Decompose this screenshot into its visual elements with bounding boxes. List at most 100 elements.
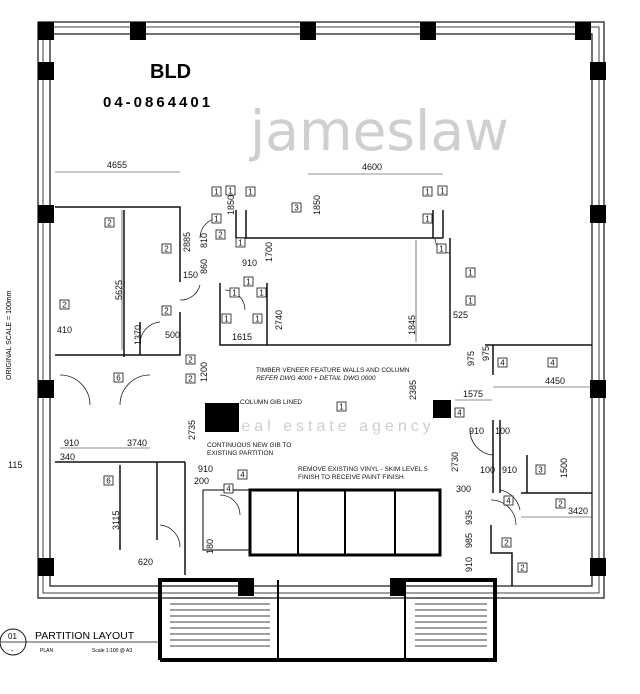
- tag-number: 4: [240, 471, 245, 480]
- tag-box: [225, 185, 236, 196]
- tag-number: 1: [339, 403, 344, 412]
- partition-tag: 1: [465, 267, 476, 278]
- tag-box: [223, 483, 234, 494]
- dimension-label: 1850: [226, 195, 236, 215]
- tag-number: 4: [226, 485, 231, 494]
- dimension-label: 620: [138, 557, 153, 567]
- drawing-ref: 01: [8, 632, 17, 641]
- dimension-label: 2730: [450, 452, 460, 472]
- partition-tag: 1: [336, 401, 347, 412]
- dimension-label: 1370: [133, 325, 143, 345]
- dimension-label: 100: [480, 465, 495, 475]
- partition-tag: 1: [422, 213, 433, 224]
- tag-box: [245, 186, 256, 197]
- tag-number: 1: [214, 188, 219, 197]
- tag-box: [547, 357, 558, 368]
- dimension-label: 975: [466, 351, 476, 366]
- dimension-label: 1845: [407, 315, 417, 335]
- title-block: 01 - PARTITION LAYOUT PLAN Scale 1:100 @…: [0, 628, 160, 656]
- tag-number: 2: [218, 231, 223, 240]
- note-gib-2: EXISTING PARTITION: [207, 450, 274, 457]
- stair-core: [158, 578, 497, 662]
- door-swings: [59, 217, 521, 548]
- tag-number: 1: [232, 289, 237, 298]
- dimension-label: 975: [481, 346, 491, 361]
- partition-tag: 1: [225, 185, 236, 196]
- drawing-scale: Scale 1:100 @ A3: [92, 648, 132, 654]
- tag-number: 2: [558, 500, 563, 509]
- note-gib-1: CONTINUOUS NEW GIB TO: [207, 442, 291, 449]
- watermark-brand: jameslaw: [249, 99, 509, 163]
- dimension-label: 340: [60, 452, 75, 462]
- tag-number: 1: [468, 297, 473, 306]
- dimension-label: 935: [464, 510, 474, 525]
- tag-box: [221, 313, 232, 324]
- partition-tag: 1: [245, 186, 256, 197]
- column-icon: [590, 558, 606, 576]
- structural-columns: [38, 22, 606, 596]
- toilet-core: [202, 488, 442, 557]
- tag-number: 2: [62, 301, 67, 310]
- partition-tag: 4: [497, 357, 508, 368]
- tag-box: [161, 243, 172, 254]
- dimension-label: 860: [199, 259, 209, 274]
- dimension-label: 300: [456, 484, 471, 494]
- dimension-label: 100: [495, 426, 510, 436]
- column-icon: [300, 22, 316, 40]
- dimension-label: 2740: [274, 310, 284, 330]
- dimension-label: 810: [199, 233, 209, 248]
- partition-tag: 4: [454, 407, 465, 418]
- tag-number: 1: [214, 215, 219, 224]
- partition-tag: 1: [252, 313, 263, 324]
- partition-tag: 2: [104, 217, 115, 228]
- partition-tag: 2: [185, 373, 196, 384]
- dimension-label: 525: [453, 310, 468, 320]
- bld-stamp-number: 04-0864401: [103, 94, 213, 111]
- dimension-label: 2385: [408, 380, 418, 400]
- column-icon: [420, 22, 436, 40]
- tag-number: 6: [116, 374, 121, 383]
- dimension-label: 910: [464, 557, 474, 572]
- tag-box: [501, 537, 512, 548]
- tag-box: [252, 313, 263, 324]
- partition-tag: 2: [517, 562, 528, 573]
- tag-number: 1: [425, 215, 430, 224]
- column-icon: [38, 62, 54, 80]
- tag-number: 1: [248, 188, 253, 197]
- dimension-label: 3740: [127, 438, 147, 448]
- column-icon: [238, 578, 254, 596]
- dimension-label: 985: [464, 533, 474, 548]
- tag-number: 3: [294, 204, 299, 213]
- dimension-label: 1850: [312, 195, 322, 215]
- column-gib-lined: [205, 403, 239, 432]
- partition-walls: [55, 206, 592, 586]
- tag-box: [161, 305, 172, 316]
- partition-tag: 6: [103, 475, 114, 486]
- partition-tag: 1: [211, 186, 222, 197]
- tag-number: 2: [107, 219, 112, 228]
- original-scale-note: ORIGINAL SCALE = 100mm: [6, 290, 13, 380]
- dimension-label: 4655: [107, 160, 127, 170]
- tag-number: 1: [224, 315, 229, 324]
- tag-number: 4: [550, 359, 555, 368]
- partition-tag: 1: [243, 276, 254, 287]
- tag-box: [291, 202, 302, 213]
- dimension-label: 4450: [545, 376, 565, 386]
- partition-tag: 1: [211, 213, 222, 224]
- dimension-label: 4600: [362, 162, 382, 172]
- column: [433, 400, 451, 418]
- drawing-view: PLAN: [40, 648, 53, 654]
- partition-tag: 1: [229, 287, 240, 298]
- tag-box: [235, 237, 246, 248]
- partition-tag: 4: [237, 469, 248, 480]
- dimension-label: 1615: [232, 332, 252, 342]
- tag-box: [59, 299, 70, 310]
- tag-number: 2: [188, 356, 193, 365]
- dimension-label: 500: [165, 330, 180, 340]
- partition-tag: 6: [113, 372, 124, 383]
- tag-number: 2: [164, 245, 169, 254]
- dimension-label: 115: [8, 460, 22, 470]
- column-icon: [38, 380, 54, 398]
- partition-tag: 3: [535, 464, 546, 475]
